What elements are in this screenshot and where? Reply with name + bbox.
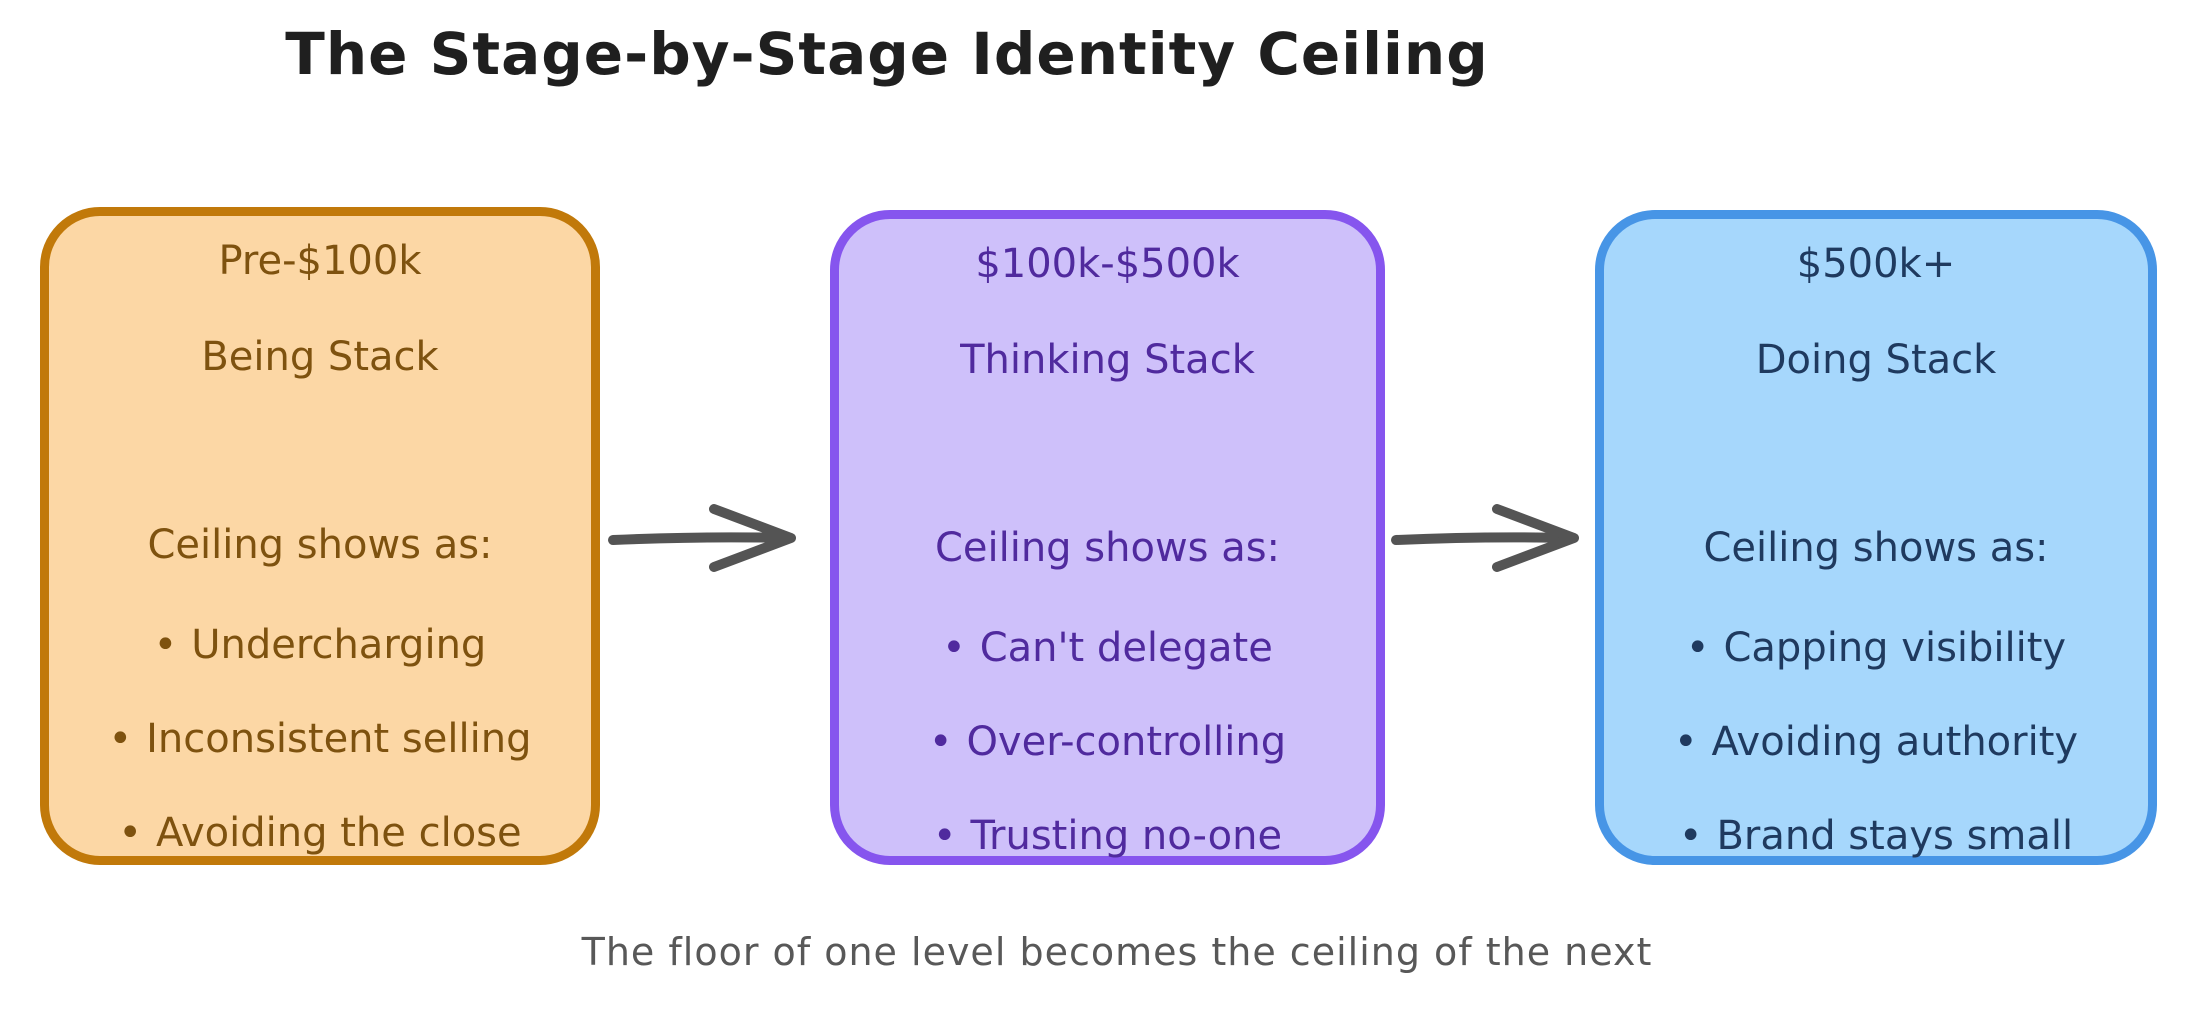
bullet-icon: • bbox=[928, 719, 953, 765]
ceiling-item: • Over-controlling bbox=[929, 717, 1286, 767]
bullet-icon: • bbox=[1678, 813, 1703, 859]
stage-range: $500k+ bbox=[1796, 241, 1956, 287]
stage-card-being-stack: Pre-$100k Being Stack Ceiling shows as: … bbox=[40, 207, 600, 865]
ceiling-item-text: Trusting no-one bbox=[970, 813, 1283, 859]
bullet-icon: • bbox=[1673, 719, 1698, 765]
right-arrow-icon bbox=[1391, 504, 1579, 572]
stage-stack-name: Being Stack bbox=[201, 334, 439, 380]
ceiling-item: • Capping visibility bbox=[1686, 623, 2066, 673]
stage-card-doing-stack: $500k+ Doing Stack Ceiling shows as: • Ca… bbox=[1595, 210, 2157, 865]
footer-caption: The floor of one level becomes the ceili… bbox=[581, 930, 1653, 974]
ceiling-item: • Brand stays small bbox=[1679, 811, 2073, 861]
ceiling-item-text: Capping visibility bbox=[1723, 625, 2067, 671]
ceiling-label: Ceiling shows as: bbox=[147, 522, 493, 568]
stage-range: $100k-$500k bbox=[975, 241, 1240, 287]
ceiling-item-text: Over-controlling bbox=[966, 719, 1287, 765]
bullet-icon: • bbox=[153, 622, 178, 668]
stage-stack-name: Thinking Stack bbox=[960, 337, 1255, 383]
ceiling-item: • Can't delegate bbox=[942, 623, 1273, 673]
ceiling-item-text: Undercharging bbox=[191, 622, 487, 668]
right-arrow-icon bbox=[608, 504, 796, 572]
ceiling-label: Ceiling shows as: bbox=[934, 525, 1281, 571]
bullet-icon: • bbox=[932, 813, 957, 859]
stage-card-thinking-stack: $100k-$500k Thinking Stack Ceiling shows… bbox=[830, 210, 1385, 865]
ceiling-item: • Trusting no-one bbox=[933, 811, 1282, 861]
ceiling-item-text: Avoiding authority bbox=[1711, 719, 2079, 765]
ceiling-label: Ceiling shows as: bbox=[1703, 525, 2049, 571]
ceiling-item: • Undercharging bbox=[154, 620, 487, 670]
bullet-icon: • bbox=[942, 625, 966, 671]
ceiling-item-text: Avoiding the close bbox=[155, 810, 522, 856]
ceiling-item-text: Inconsistent selling bbox=[146, 716, 532, 762]
page-title: The Stage-by-Stage Identity Ceiling bbox=[285, 20, 1489, 88]
ceiling-item-text: Brand stays small bbox=[1716, 813, 2074, 859]
bullet-icon: • bbox=[108, 716, 133, 762]
ceiling-item-text: Can't delegate bbox=[979, 625, 1273, 671]
bullet-icon: • bbox=[1685, 625, 1710, 671]
ceiling-item: • Avoiding the close bbox=[118, 808, 521, 858]
ceiling-item: • Inconsistent selling bbox=[109, 714, 532, 764]
ceiling-item: • Avoiding authority bbox=[1674, 717, 2078, 767]
stage-range: Pre-$100k bbox=[218, 238, 422, 284]
stage-stack-name: Doing Stack bbox=[1755, 337, 1997, 383]
bullet-icon: • bbox=[118, 810, 142, 856]
